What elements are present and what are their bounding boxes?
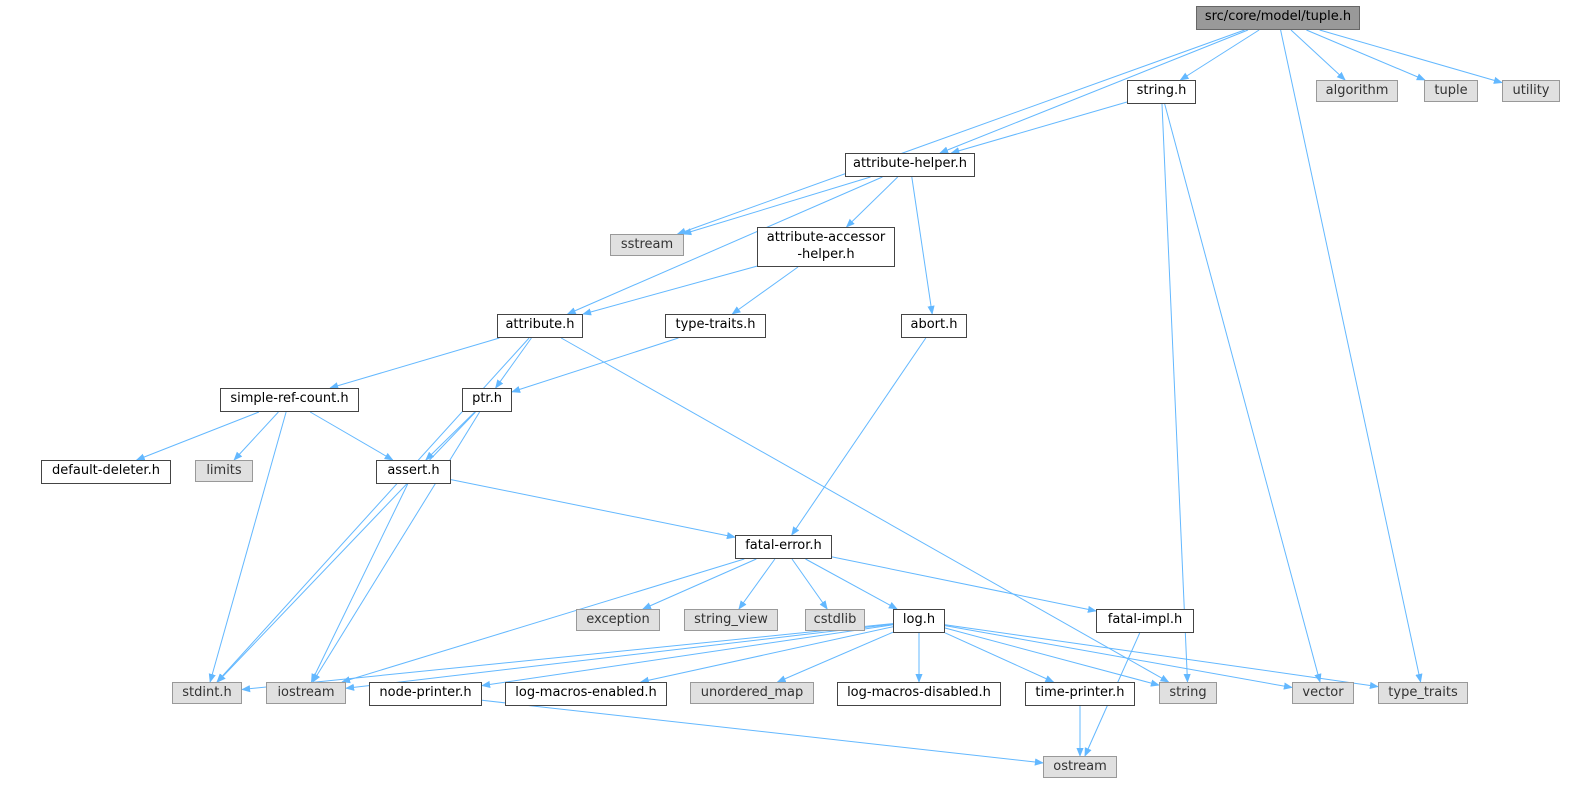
node-vector: vector <box>1292 682 1354 704</box>
node-ptr-h[interactable]: ptr.h <box>462 388 512 412</box>
edge-ptr_h-to-assert_h <box>425 411 476 461</box>
edge-log_h-to-unordered_map <box>776 631 894 683</box>
node-log-macros-dis[interactable]: log-macros-disabled.h <box>837 682 1001 706</box>
edge-root-to-type_traits_std <box>1280 29 1423 683</box>
node-type-traits-std: type_traits <box>1378 682 1468 704</box>
edge-fatal_error-to-exception <box>642 558 757 610</box>
edge-root-to-string_h <box>1179 29 1260 81</box>
node-attribute-helper[interactable]: attribute-helper.h <box>845 153 975 177</box>
edge-log_h-to-iostream <box>345 623 894 691</box>
edge-fatal_error-to-fatal_impl <box>831 556 1097 613</box>
edge-attr_accessor-to-attribute_h <box>582 265 758 316</box>
node-fatal-error[interactable]: fatal-error.h <box>735 535 832 559</box>
node-tuple: tuple <box>1424 80 1478 102</box>
edge-log_h-to-type_traits_std <box>944 624 1379 690</box>
edge-attribute_helper-to-sstream <box>682 176 871 236</box>
edge-fatal_error-to-cstdlib <box>791 558 828 610</box>
edge-ptr_h-to-iostream <box>312 411 481 683</box>
edge-node_printer-to-ostream <box>481 699 1044 766</box>
edge-type_traits_h-to-ptr_h <box>511 337 679 393</box>
edge-attr_accessor-to-type_traits_h <box>731 266 799 315</box>
node-utility: utility <box>1502 80 1560 102</box>
node-fatal-impl[interactable]: fatal-impl.h <box>1096 609 1194 633</box>
edge-attribute_h-to-simple_ref <box>329 337 500 390</box>
edge-string_h-to-vector <box>1164 103 1322 683</box>
node-ostream: ostream <box>1043 756 1117 778</box>
node-node-printer[interactable]: node-printer.h <box>369 682 482 706</box>
edge-attribute_helper-to-attr_accessor <box>845 176 899 228</box>
edge-attribute_helper-to-abort_h <box>911 176 935 315</box>
edge-string_h-to-string_std <box>1161 103 1191 683</box>
node-string-view: string_view <box>684 609 778 631</box>
edge-root-to-sstream <box>676 29 1245 235</box>
edge-log_h-to-vector <box>944 625 1293 690</box>
node-assert-h[interactable]: assert.h <box>376 460 451 484</box>
edge-log_h-to-log_macros_en <box>639 626 894 684</box>
edge-attribute_h-to-string_std <box>560 337 1170 683</box>
node-type-traits-h[interactable]: type-traits.h <box>665 314 766 338</box>
node-attribute-h[interactable]: attribute.h <box>497 314 583 338</box>
edge-log_h-to-time_printer <box>944 632 1055 683</box>
node-stdint: stdint.h <box>172 682 242 704</box>
node-string-h[interactable]: string.h <box>1127 80 1196 104</box>
node-abort-h[interactable]: abort.h <box>901 314 967 338</box>
node-simple-ref[interactable]: simple-ref-count.h <box>220 388 359 412</box>
edge-simple_ref-to-stdint <box>208 411 287 683</box>
edge-fatal_error-to-log_h <box>805 558 898 610</box>
edge-simple_ref-to-limits <box>233 411 279 461</box>
edge-attribute_helper-to-attribute_h <box>566 176 883 315</box>
edge-root-to-tuple <box>1306 29 1426 81</box>
node-log-macros-en[interactable]: log-macros-enabled.h <box>505 682 667 706</box>
edge-string_h-to-attribute_helper <box>950 101 1128 155</box>
edge-assert_h-to-iostream <box>310 483 409 683</box>
node-log-h[interactable]: log.h <box>893 609 945 633</box>
edge-simple_ref-to-assert_h <box>309 411 394 461</box>
node-time-printer[interactable]: time-printer.h <box>1025 682 1135 706</box>
edge-log_h-to-string_std <box>944 627 1160 687</box>
edge-abort_h-to-fatal_error <box>791 337 927 536</box>
node-unordered-map: unordered_map <box>690 682 814 704</box>
node-iostream: iostream <box>266 682 346 704</box>
edge-fatal_error-to-string_view <box>738 558 776 610</box>
edge-attribute_h-to-ptr_h <box>495 337 532 389</box>
edge-log_h-to-node_printer <box>481 624 894 688</box>
edge-root-to-algorithm <box>1290 29 1346 81</box>
node-cstdlib: cstdlib <box>805 609 865 631</box>
node-attr-accessor[interactable]: attribute-accessor -helper.h <box>757 227 895 267</box>
node-sstream: sstream <box>610 234 684 256</box>
edge-simple_ref-to-default_deleter <box>135 411 260 461</box>
edge-log_h-to-stdint <box>241 623 894 693</box>
edge-root-to-attribute_helper <box>939 29 1249 154</box>
node-root[interactable]: src/core/model/tuple.h <box>1196 6 1360 30</box>
edge-assert_h-to-fatal_error <box>450 479 736 540</box>
edge-fatal_error-to-iostream <box>341 558 745 684</box>
node-default-deleter[interactable]: default-deleter.h <box>41 460 171 484</box>
node-limits: limits <box>195 460 253 482</box>
node-algorithm: algorithm <box>1316 80 1398 102</box>
edge-ptr_h-to-stdint <box>216 411 476 683</box>
edge-root-to-utility <box>1319 29 1503 84</box>
node-exception: exception <box>576 609 660 631</box>
node-string-std: string <box>1159 682 1217 704</box>
